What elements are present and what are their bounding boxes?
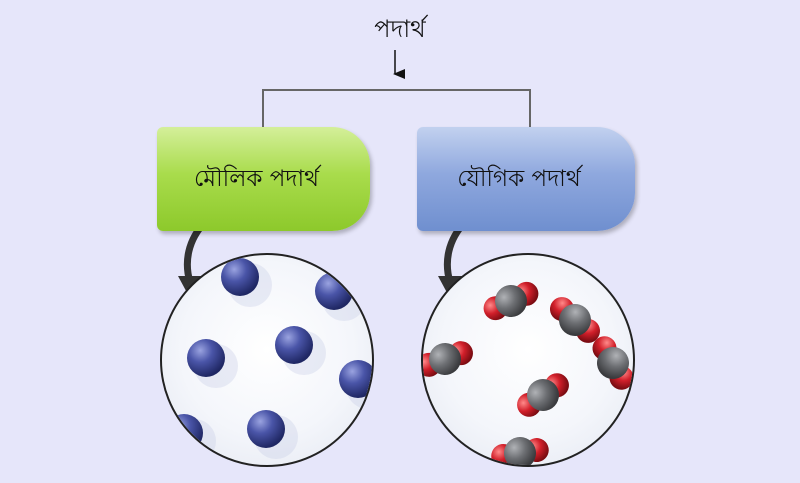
atom: [339, 360, 372, 398]
co2-molecule: [549, 297, 601, 343]
branch-line: [262, 89, 531, 127]
co2-molecule: [483, 281, 539, 321]
atom: [275, 326, 313, 364]
compound-substance-box: যৌগিক পদার্থ: [417, 127, 635, 231]
element-atoms: [165, 258, 372, 463]
element-substance-label: মৌলিক পদার্থ: [193, 165, 320, 192]
co2-molecule: [423, 341, 473, 377]
atom: [187, 339, 225, 377]
atom: [165, 414, 203, 452]
atom: [247, 410, 285, 448]
co2-molecule: [517, 373, 569, 417]
compound-molecules: [423, 281, 633, 465]
co2-molecule: [592, 336, 633, 390]
compound-substance-label: যৌগিক পদার্থ: [457, 165, 581, 192]
element-particles-view: [160, 253, 374, 467]
compound-particles-view: [421, 253, 635, 467]
element-substance-box: মৌলিক পদার্থ: [157, 127, 370, 231]
atom: [221, 258, 259, 296]
atom: [315, 272, 353, 310]
co2-molecule: [491, 437, 549, 465]
root-label: পদার্থ: [374, 15, 426, 43]
